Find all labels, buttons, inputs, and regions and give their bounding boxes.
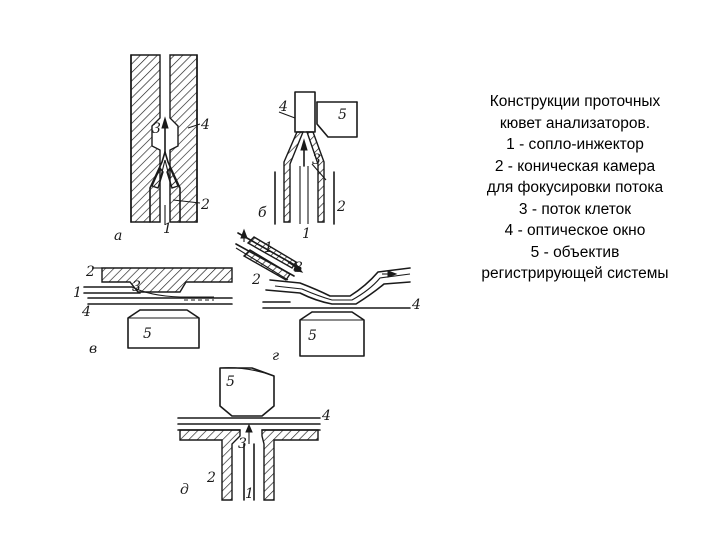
label-4: 4: [278, 99, 288, 115]
label-4: 4: [200, 117, 210, 133]
label-2: 2: [206, 470, 216, 486]
label-3: 3: [152, 121, 161, 137]
caption-item: 5 - объектив: [530, 243, 620, 261]
panel-letter-g: г: [272, 348, 279, 364]
label-4: 4: [411, 297, 421, 313]
label-5: 5: [226, 374, 235, 390]
caption-item: для фокусировки потока: [486, 179, 664, 196]
panel-v: 5 2 1 4 3 в: [73, 264, 233, 357]
panel-a: 4 2 3 1 а: [114, 54, 210, 244]
caption-title-line: Конструкции проточных: [489, 93, 661, 110]
caption: Конструкции проточных кювет анализаторов…: [455, 91, 695, 285]
caption-item: 2 - коническая камера: [494, 157, 656, 175]
caption-item: 3 - поток клеток: [518, 200, 632, 218]
label-4: 4: [81, 304, 91, 320]
panel-letter-a: а: [114, 228, 122, 244]
label-3: 3: [312, 152, 321, 168]
label-1: 1: [302, 226, 311, 242]
label-2: 2: [85, 264, 95, 280]
label-5: 5: [338, 107, 347, 123]
label-2: 2: [336, 199, 346, 215]
label-1: 1: [73, 285, 82, 301]
label-2: 2: [251, 272, 261, 288]
label-1: 1: [163, 221, 172, 237]
label-3: 3: [132, 279, 141, 295]
panel-letter-v: в: [89, 341, 97, 357]
label-3: 3: [294, 260, 303, 276]
label-5: 5: [143, 326, 152, 342]
label-5: 5: [308, 328, 317, 344]
caption-item: регистрирующей системы: [481, 265, 669, 282]
label-1: 1: [245, 486, 254, 502]
caption-item: 4 - оптическое окно: [504, 222, 646, 239]
panel-b: 5 4 3 2 1 б: [258, 91, 358, 242]
label-3: 3: [238, 436, 247, 452]
panel-letter-d: д: [180, 482, 189, 498]
label-1: 1: [264, 240, 273, 256]
caption-title-line: кювет анализаторов.: [499, 114, 651, 132]
panel-letter-b: б: [258, 205, 267, 221]
label-2: 2: [200, 197, 210, 213]
label-4: 4: [321, 408, 331, 424]
caption-item: 1 - сопло-инжектор: [506, 136, 644, 153]
panel-d: 5 4 3 2 1 д: [177, 367, 331, 502]
panel-g: 5 1 2 3 4 г: [235, 228, 421, 364]
